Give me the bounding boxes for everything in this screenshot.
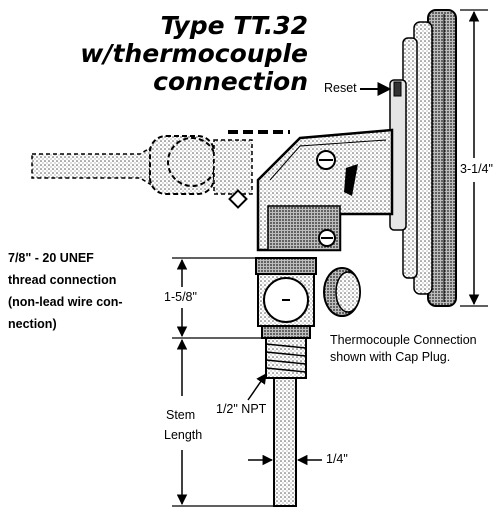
- dial-housing: [389, 9, 457, 307]
- thermocouple-label-2: shown with Cap Plug.: [330, 350, 451, 364]
- thread-line-4: nection): [8, 317, 57, 331]
- fitting-dimension: [172, 257, 262, 339]
- elbow-body: [228, 128, 394, 252]
- stem-label-2: Length: [164, 428, 203, 442]
- stem: [273, 377, 297, 507]
- dial-dimension: [460, 9, 488, 307]
- title-line-1: Type TT.32: [160, 11, 309, 40]
- stem-dia-label: 1/4": [326, 452, 348, 466]
- thermocouple-fitting: [255, 257, 317, 339]
- title-line-3: connection: [153, 67, 308, 96]
- cap-plug: [323, 267, 361, 317]
- stem-label-1: Stem: [166, 408, 196, 422]
- reset-label: Reset: [324, 81, 357, 95]
- fitting-height-label: 1-5/8": [164, 290, 197, 304]
- title-line-2: w/thermocouple: [80, 39, 308, 68]
- stem-dimension: [172, 338, 274, 507]
- reset-knob: [393, 81, 402, 97]
- thread-line-1: 7/8" - 20 UNEF: [8, 251, 94, 265]
- thread-line-2: thread connection: [8, 273, 117, 287]
- npt-thread: [265, 337, 307, 379]
- thermocouple-label-1: Thermocouple Connection: [330, 333, 477, 347]
- thermocouple-plug: [31, 130, 290, 195]
- dial-height-label: 3-1/4": [460, 162, 493, 176]
- npt-label: 1/2" NPT: [216, 402, 267, 416]
- thread-line-3: (non-lead wire con-: [8, 295, 123, 309]
